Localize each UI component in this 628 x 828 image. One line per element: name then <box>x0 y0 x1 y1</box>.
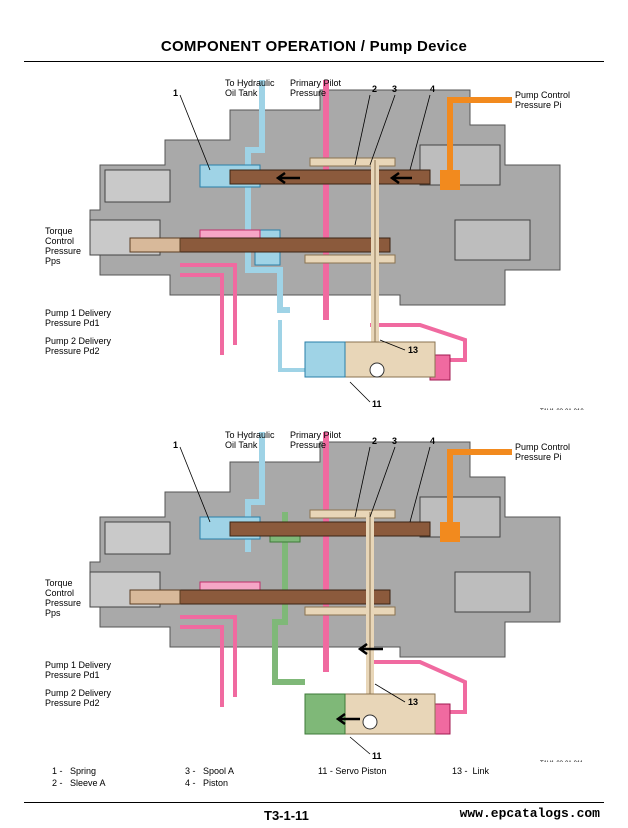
legend-col-4: 13 - Link <box>452 765 489 777</box>
pump-device-diagram-1: To Hydraulic Oil Tank Primary Pilot Pres… <box>45 78 584 410</box>
pump-device-diagram-2: To Hydraulic Oil Tank Primary Pilot Pres… <box>45 430 584 762</box>
tank-label-line1: To Hydraulic <box>225 430 275 440</box>
torque-label-line2: Control <box>45 588 74 598</box>
torque-label-line3: Pressure <box>45 598 81 608</box>
legend-col-1: 1 - Spring 2 - Sleeve A <box>52 765 106 789</box>
page-title: COMPONENT OPERATION / Pump Device <box>160 38 468 55</box>
callout-11: 11 <box>372 399 382 409</box>
pilot-label-line1: Primary Pilot <box>290 430 342 440</box>
pd1-label-line1: Pump 1 Delivery <box>45 660 112 670</box>
legend-item-servo-piston: 11 - Servo Piston <box>318 766 387 776</box>
callout-3: 3 <box>392 436 397 446</box>
flow-arrows <box>335 642 383 726</box>
tank-label-line2: Oil Tank <box>225 440 258 450</box>
callout-2: 2 <box>372 84 377 94</box>
pilot-label-line2: Pressure <box>290 88 326 98</box>
pd2-label-line2: Pressure Pd2 <box>45 698 100 708</box>
control-label-line1: Pump Control <box>515 442 570 452</box>
legend-item-spool-a: 3 - Spool A <box>185 766 235 776</box>
leader-lines <box>179 446 431 755</box>
torque-label-line1: Torque <box>45 226 73 236</box>
footer-divider <box>24 802 604 803</box>
legend-col-2: 3 - Spool A 4 - Piston <box>185 765 234 789</box>
figure-id: T1V1-03-01-010 <box>540 409 584 410</box>
callout-1: 1 <box>173 88 178 98</box>
pd2-label-line2: Pressure Pd2 <box>45 346 100 356</box>
callout-3: 3 <box>392 84 397 94</box>
callout-4: 4 <box>430 436 435 446</box>
tank-label-line2: Oil Tank <box>225 88 258 98</box>
control-label-line2: Pressure Pi <box>515 100 562 110</box>
servo-piston <box>304 341 436 378</box>
spools <box>129 509 431 616</box>
page-number: T3-1-11 <box>264 808 309 823</box>
control-line <box>440 449 512 542</box>
control-line <box>440 97 512 190</box>
pilot-label-line2: Pressure <box>290 440 326 450</box>
pd1-label-line2: Pressure Pd1 <box>45 318 100 328</box>
torque-label-line2: Control <box>45 236 74 246</box>
torque-label-line4: Pps <box>45 256 61 266</box>
leader-lines <box>179 94 431 403</box>
callout-13: 13 <box>408 345 418 355</box>
callout-2: 2 <box>372 436 377 446</box>
callout-4: 4 <box>430 84 435 94</box>
torque-label-line3: Pressure <box>45 246 81 256</box>
pilot-label-line1: Primary Pilot <box>290 78 342 88</box>
control-label-line2: Pressure Pi <box>515 452 562 462</box>
legend-item-piston: 4 - Piston <box>185 778 229 788</box>
figure-id: T1V1-03-01-011 <box>540 761 584 762</box>
callout-11: 11 <box>372 751 382 761</box>
title-divider <box>24 61 604 62</box>
callout-13: 13 <box>408 697 418 707</box>
legend-item-spring: 1 - Spring <box>52 766 97 776</box>
pd1-label-line1: Pump 1 Delivery <box>45 308 112 318</box>
control-label-line1: Pump Control <box>515 90 570 100</box>
flow-arrows <box>275 171 412 185</box>
spools <box>129 157 431 264</box>
pd2-label-line1: Pump 2 Delivery <box>45 688 112 698</box>
legend-item-sleeve-a: 2 - Sleeve A <box>52 778 106 788</box>
legend-col-3: 11 - Servo Piston <box>318 765 386 777</box>
legend-item-link: 13 - Link <box>452 766 490 776</box>
torque-label-line1: Torque <box>45 578 73 588</box>
pd2-label-line1: Pump 2 Delivery <box>45 336 112 346</box>
watermark: www.epcatalogs.com <box>459 806 600 821</box>
pd1-label-line2: Pressure Pd1 <box>45 670 100 680</box>
callout-1: 1 <box>173 440 178 450</box>
tank-label-line1: To Hydraulic <box>225 78 275 88</box>
torque-label-line4: Pps <box>45 608 61 618</box>
